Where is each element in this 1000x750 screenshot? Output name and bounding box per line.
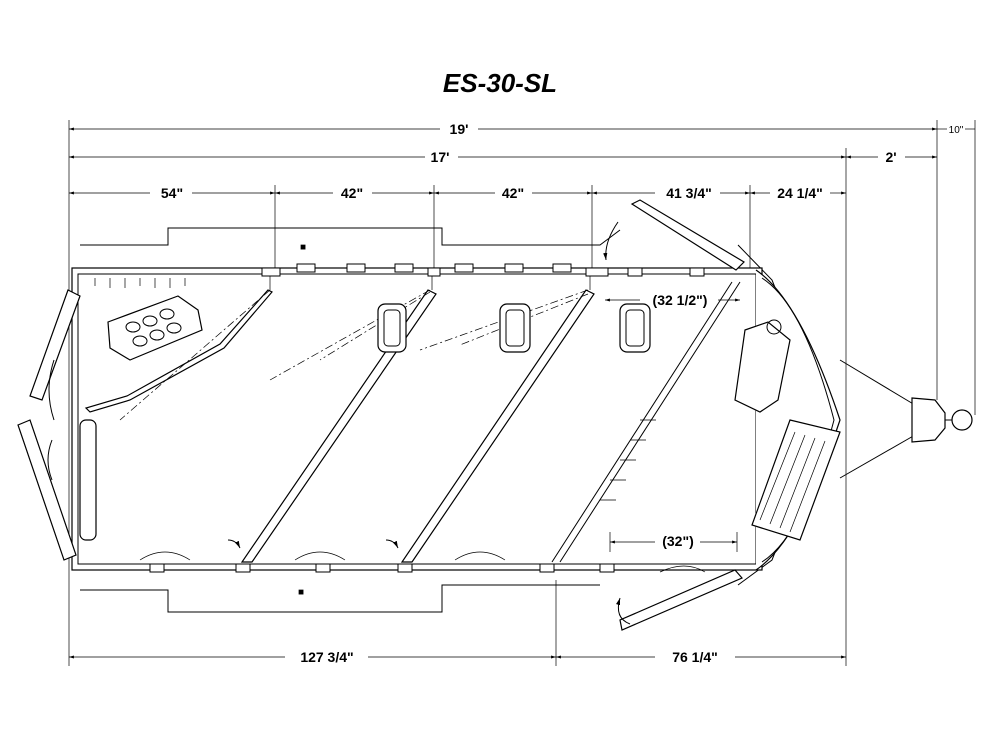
dim-stall-2-label: 42" bbox=[341, 185, 363, 201]
svg-text:■: ■ bbox=[298, 587, 304, 598]
divider-3 bbox=[400, 289, 595, 563]
window-3 bbox=[619, 303, 651, 353]
dim-bottom-left-label: 127 3/4" bbox=[300, 649, 353, 665]
dim-bottom-right: 76 1/4" bbox=[556, 649, 846, 665]
dim-stall-3: 42" bbox=[434, 185, 592, 201]
trailer-body: ■ ■ bbox=[71, 227, 973, 613]
tack-items bbox=[107, 295, 841, 541]
stall-dividers bbox=[84, 276, 741, 563]
windows bbox=[377, 303, 651, 353]
tongue-bottom bbox=[839, 434, 916, 479]
dim-tongue-extra-label: 10" bbox=[949, 125, 964, 136]
rear-door-top bbox=[29, 289, 81, 401]
dim-tongue-length: 2' bbox=[846, 149, 937, 165]
tongue-top bbox=[839, 359, 916, 406]
divider-1 bbox=[84, 289, 273, 413]
coupler bbox=[911, 397, 946, 443]
dim-nose-section-label: 24 1/4" bbox=[777, 185, 823, 201]
nose-cabinet bbox=[734, 321, 791, 413]
dim-front-inner-label: (32 1/2") bbox=[653, 292, 708, 308]
dim-front-inner: (32 1/2") bbox=[605, 292, 740, 308]
extension-lines bbox=[68, 120, 976, 666]
dim-tongue-extra: 10" bbox=[937, 125, 975, 136]
window-1 bbox=[377, 303, 407, 353]
dim-ramp-opening-label: (32") bbox=[662, 533, 694, 549]
drawing-title: ES-30-SL bbox=[442, 68, 558, 98]
rear-post bbox=[79, 419, 97, 541]
top-wall-fixtures bbox=[94, 263, 705, 288]
divider-2 bbox=[240, 289, 437, 563]
front-door-bottom bbox=[619, 569, 743, 631]
dim-overall-length: 19' bbox=[69, 121, 937, 137]
dim-tongue-length-label: 2' bbox=[885, 149, 896, 165]
dim-body-length-label: 17' bbox=[431, 149, 450, 165]
dim-nose-section: 24 1/4" bbox=[750, 185, 846, 201]
dim-ramp-opening: (32") bbox=[609, 532, 738, 552]
hitch-ball bbox=[951, 409, 973, 431]
dim-bottom-left: 127 3/4" bbox=[69, 649, 556, 665]
step-ramp bbox=[751, 419, 841, 541]
dim-front-section: 41 3/4" bbox=[592, 185, 750, 201]
dim-stall-1-label: 54" bbox=[161, 185, 183, 201]
front-door-top bbox=[630, 199, 745, 271]
dim-bottom-right-label: 76 1/4" bbox=[672, 649, 718, 665]
divider-4 bbox=[559, 281, 741, 563]
side-doors bbox=[227, 199, 745, 631]
window-2 bbox=[499, 303, 531, 353]
rear-doors bbox=[17, 289, 97, 561]
dim-stall-2: 42" bbox=[275, 185, 434, 201]
rear-door-bottom bbox=[17, 419, 77, 561]
dim-overall-length-label: 19' bbox=[450, 121, 469, 137]
svg-text:■: ■ bbox=[300, 242, 306, 253]
dim-front-section-label: 41 3/4" bbox=[666, 185, 712, 201]
dim-stall-3-label: 42" bbox=[502, 185, 524, 201]
bottom-wall-fixtures bbox=[139, 551, 706, 573]
dim-stall-1: 54" bbox=[69, 185, 275, 201]
dim-body-length: 17' bbox=[69, 149, 846, 165]
saddle-rack bbox=[107, 295, 203, 361]
